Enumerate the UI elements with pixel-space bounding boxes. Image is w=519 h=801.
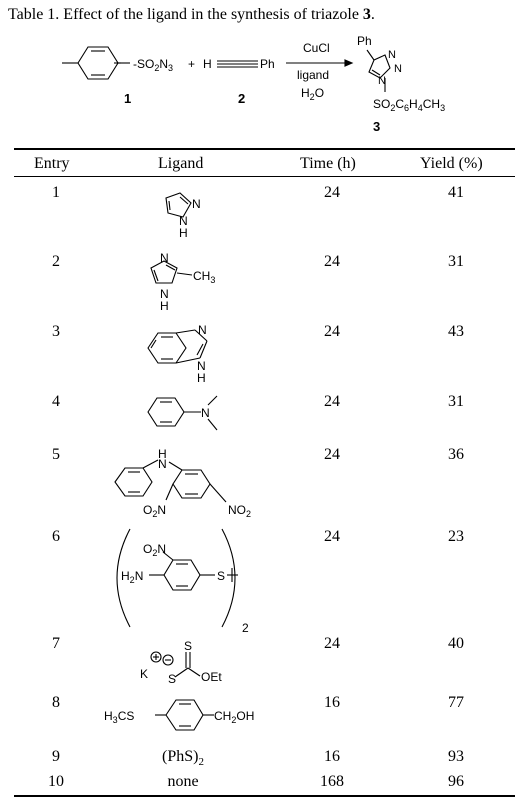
- o2n-label: O2N: [143, 542, 166, 558]
- atom-label: S: [217, 569, 225, 583]
- table-caption: Table 1. Effect of the ligand in the syn…: [8, 6, 375, 24]
- entry-cell: 6: [52, 528, 60, 545]
- atom-label: K: [140, 667, 148, 681]
- yield-cell: 77: [448, 694, 464, 711]
- table-top-rule: [14, 148, 515, 150]
- product-ph-label: Ph: [357, 34, 372, 48]
- alkyne-ph-label: Ph: [260, 57, 275, 71]
- o2n-label: O2N: [143, 503, 166, 519]
- h3cs-label: H3CS: [104, 709, 134, 725]
- table-header-rule: [14, 176, 515, 177]
- n-n-dimethylaniline-icon: [147, 395, 218, 431]
- atom-label: N: [198, 323, 207, 337]
- yield-cell: 23: [448, 528, 464, 545]
- yield-cell: 43: [448, 323, 464, 340]
- plus-sign: +: [188, 57, 195, 71]
- compound-2-label: 2: [238, 91, 245, 106]
- time-cell: 24: [324, 393, 340, 410]
- entry-cell: 3: [52, 323, 60, 340]
- time-cell: 16: [324, 694, 340, 711]
- entry-cell: 10: [48, 773, 64, 790]
- atom-label: N: [158, 457, 167, 471]
- entry-cell: 9: [52, 748, 60, 765]
- yield-cell: 36: [448, 446, 464, 463]
- entry-cell: 7: [52, 635, 60, 652]
- time-cell: 24: [324, 184, 340, 201]
- atom-label: H: [160, 299, 169, 313]
- entry-cell: 1: [52, 184, 60, 201]
- 2-methylimidazole-icon: [150, 260, 193, 284]
- atom-label: N: [160, 287, 169, 301]
- time-cell: 24: [324, 253, 340, 270]
- sulfonyl-azide-label: -SO2N3: [133, 57, 173, 73]
- potassium-ethyl-xanthate-icon: [150, 651, 201, 678]
- h2n-label: H2N: [121, 569, 143, 585]
- alkyne-h-label: H: [203, 57, 212, 71]
- compound-3-label: 3: [373, 119, 380, 134]
- header-ligand: Ligand: [158, 155, 204, 172]
- caption-compound: 3: [362, 6, 371, 23]
- atom-label: N: [179, 214, 188, 228]
- triazole-n2: N: [394, 63, 402, 75]
- time-cell: 24: [324, 635, 340, 652]
- yield-cell: 40: [448, 635, 464, 652]
- header-entry: Entry: [34, 155, 70, 172]
- condition-ligand: ligand: [297, 68, 329, 82]
- atom-label: H: [179, 226, 188, 240]
- reaction-scheme: -SO2N3 1 + H Ph 2 CuCl ligand H2O Ph N N…: [62, 34, 445, 134]
- time-cell: 16: [324, 748, 340, 765]
- triazole-n3: N: [388, 49, 396, 61]
- atom-label: N: [160, 251, 169, 265]
- oet-label: OEt: [201, 670, 222, 684]
- header-yield: Yield (%): [420, 155, 483, 172]
- pyrazole-icon: [165, 192, 192, 218]
- atom-label: S: [184, 639, 192, 653]
- time-cell: 24: [324, 323, 340, 340]
- yield-cell: 96: [448, 773, 464, 790]
- time-cell: 168: [320, 773, 344, 790]
- yield-cell: 31: [448, 253, 464, 270]
- atom-label: N: [201, 406, 210, 420]
- benzimidazole-icon: [147, 329, 208, 364]
- entry-cell: 8: [52, 694, 60, 711]
- triazole-n1: N: [378, 75, 386, 87]
- entry-cell: 4: [52, 393, 60, 410]
- condition-cucl: CuCl: [303, 41, 330, 55]
- no2-label: NO2: [228, 503, 251, 519]
- ligand-text-phs2: (PhS)2: [162, 748, 204, 769]
- ch2oh-label: CH2OH: [214, 709, 254, 725]
- bis-aminonitrophenyl-disulfide-icon: [116, 528, 238, 628]
- atom-label: H: [197, 371, 206, 385]
- time-cell: 24: [324, 528, 340, 545]
- atom-label: N: [197, 359, 206, 373]
- entry-cell: 5: [52, 446, 60, 463]
- caption-text: Table 1. Effect of the ligand in the syn…: [8, 6, 363, 23]
- time-cell: 24: [324, 446, 340, 463]
- caption-suffix: .: [370, 6, 375, 23]
- table-bottom-rule: [14, 795, 515, 797]
- subscript-2: 2: [242, 621, 249, 635]
- atom-label: N: [192, 197, 201, 211]
- ligand-text-none: none: [167, 773, 199, 790]
- header-time: Time (h): [300, 155, 356, 172]
- entry-cell: 2: [52, 253, 60, 270]
- yield-cell: 31: [448, 393, 464, 410]
- atom-label: S: [168, 672, 176, 686]
- compound-1-label: 1: [124, 91, 131, 106]
- yield-cell: 41: [448, 184, 464, 201]
- yield-cell: 93: [448, 748, 464, 765]
- methylthio-benzyl-alcohol-icon: [155, 699, 214, 731]
- 2-4-dinitrodiphenylamine-icon: [114, 459, 227, 503]
- methyl-label: CH3: [193, 269, 215, 285]
- condition-water: H2O: [301, 86, 324, 102]
- atom-label: H: [158, 447, 167, 461]
